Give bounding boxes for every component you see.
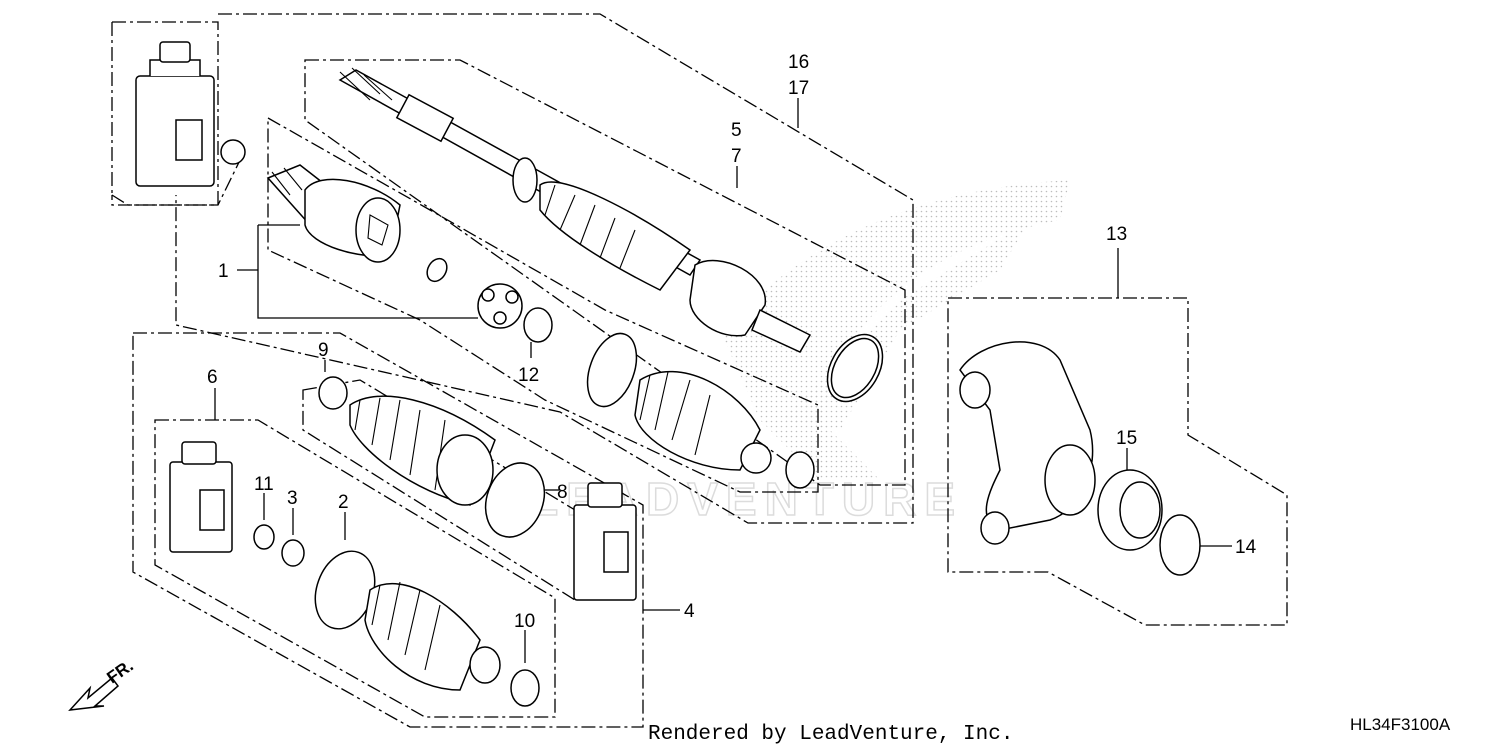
callout-7: 7 [731,146,742,167]
boot-kit [318,376,546,538]
grease-bottle-icon [573,482,637,601]
credit-text: Rendered by LeadVenture, Inc. [648,723,1013,746]
grease-bottle-icon [169,441,233,553]
callout-13: 13 [1106,224,1127,245]
snap-ring-icon [220,139,246,165]
callout-11: 11 [254,474,274,495]
callout-9: 9 [318,340,329,361]
tripod-spider [477,283,523,329]
circlip-icon [523,307,553,343]
callout-4: 4 [684,601,695,622]
callout-3: 3 [287,488,298,509]
small-clip-icon [253,524,305,567]
inner-boot [586,332,815,489]
small-clip-icon [426,257,448,283]
callout-12: 12 [518,365,539,386]
callout-15: 15 [1116,428,1137,449]
callout-1: 1 [218,261,229,282]
callout-10: 10 [514,611,535,632]
callout-8: 8 [557,482,568,503]
callout-labels: 16 17 5 7 1 13 15 14 12 9 6 8 4 11 3 2 1… [207,52,1257,632]
band-clamp-icon [826,333,884,403]
callout-17: 17 [788,78,809,99]
grease-bottle-icon [135,41,215,187]
arrow-down-left-icon [68,676,120,711]
bearing-icon [1097,469,1163,551]
callout-14: 14 [1235,537,1257,558]
callout-5: 5 [731,120,742,141]
inner-joint [266,164,401,263]
callout-6: 6 [207,367,218,388]
diagram-code: HL34F3100A [1350,715,1451,734]
callout-16: 16 [788,52,809,73]
group-outlines [111,13,1288,728]
outer-boot [314,550,540,707]
callout-2: 2 [338,492,349,513]
circlip-icon [1159,514,1201,576]
driveshaft-assembly [338,67,812,353]
knuckle [959,341,1096,545]
